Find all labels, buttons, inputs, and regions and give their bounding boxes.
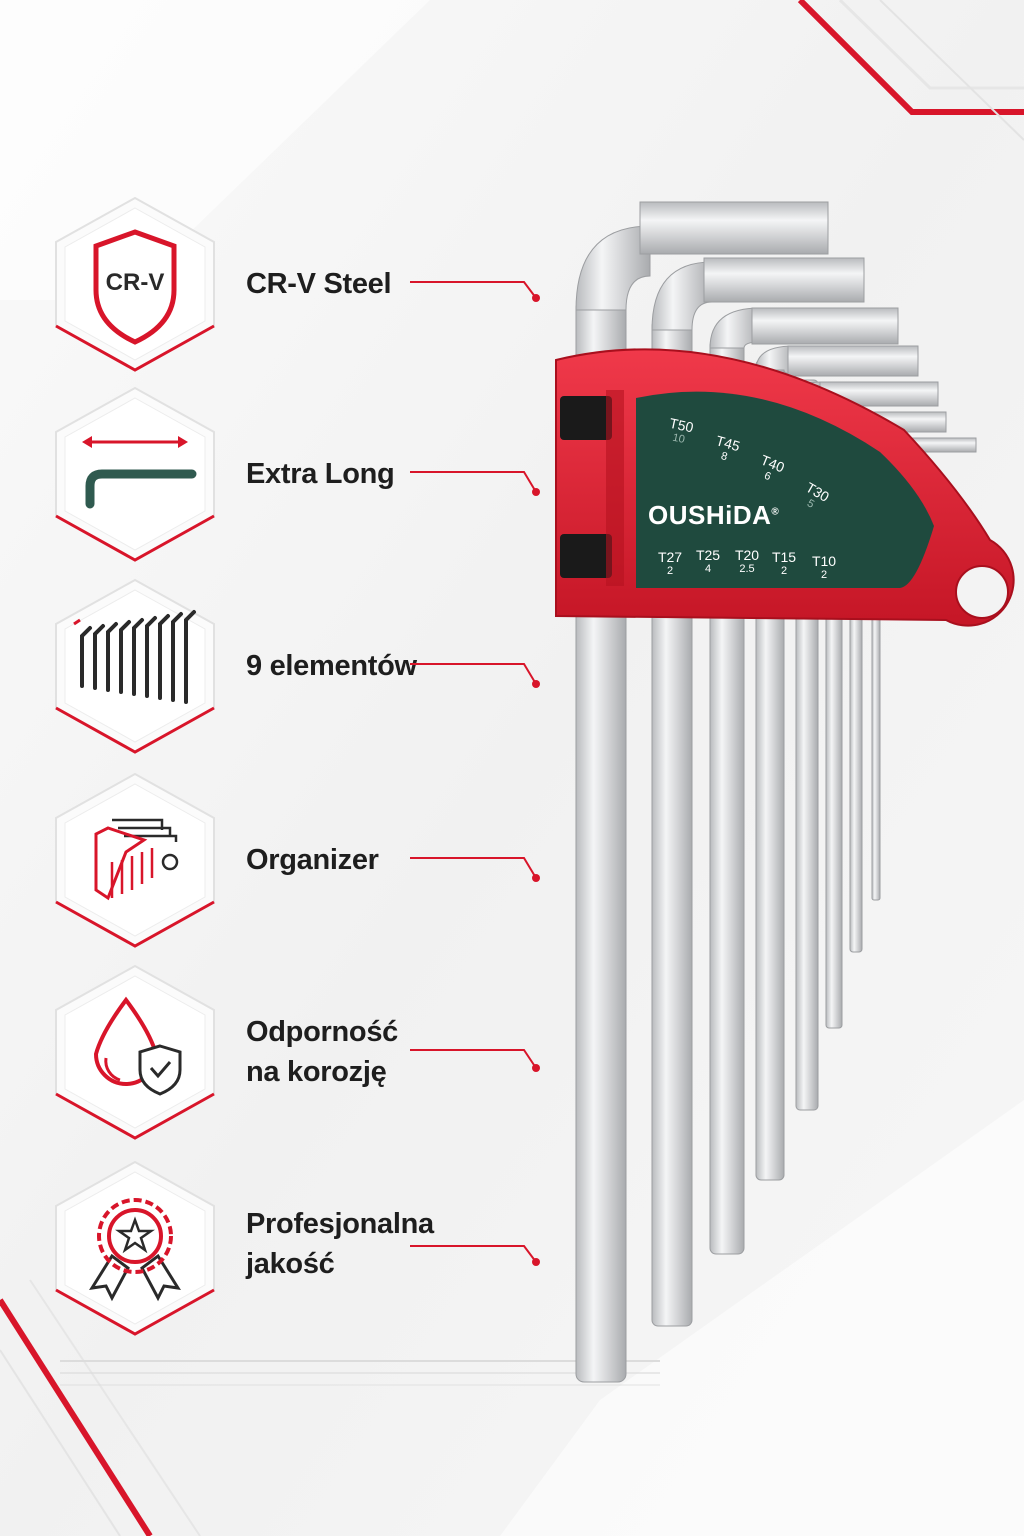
organizer-icon <box>52 770 218 950</box>
feature-label-professional-quality: Profesjonalna jakość <box>246 1208 434 1280</box>
feature-nine-elements: 9 elementów <box>0 576 560 756</box>
long-hex-key-icon <box>52 384 218 564</box>
feature-crv-steel: CR-V CR-V Steel <box>0 194 560 374</box>
quality-badge-icon <box>52 1158 218 1338</box>
leader-line <box>408 1242 548 1282</box>
holder-brand-logo: OUSHiDA® <box>648 500 780 530</box>
leader-line <box>408 278 548 318</box>
feature-label-corrosion-resistance: Odporność na korozję <box>246 1016 398 1088</box>
leader-line <box>408 468 548 508</box>
feature-label-crv-steel: CR-V Steel <box>246 268 392 300</box>
leader-line <box>408 660 548 700</box>
crv-shield-icon: CR-V <box>52 194 218 374</box>
corrosion-drop-icon <box>52 962 218 1142</box>
feature-professional-quality: Profesjonalna jakość <box>0 1158 560 1338</box>
key-holder-organizer <box>555 348 1015 627</box>
leader-line <box>408 1046 548 1086</box>
feature-label-extra-long: Extra Long <box>246 458 395 490</box>
leader-line <box>408 854 548 894</box>
feature-corrosion-resistance: Odporność na korozję <box>0 962 560 1142</box>
nine-keys-icon <box>52 576 218 756</box>
feature-organizer: Organizer <box>0 770 560 950</box>
feature-extra-long: Extra Long <box>0 384 560 564</box>
feature-label-nine-elements: 9 elementów <box>246 650 417 682</box>
crv-icon-text: CR-V <box>106 269 165 296</box>
feature-label-organizer: Organizer <box>246 844 379 876</box>
